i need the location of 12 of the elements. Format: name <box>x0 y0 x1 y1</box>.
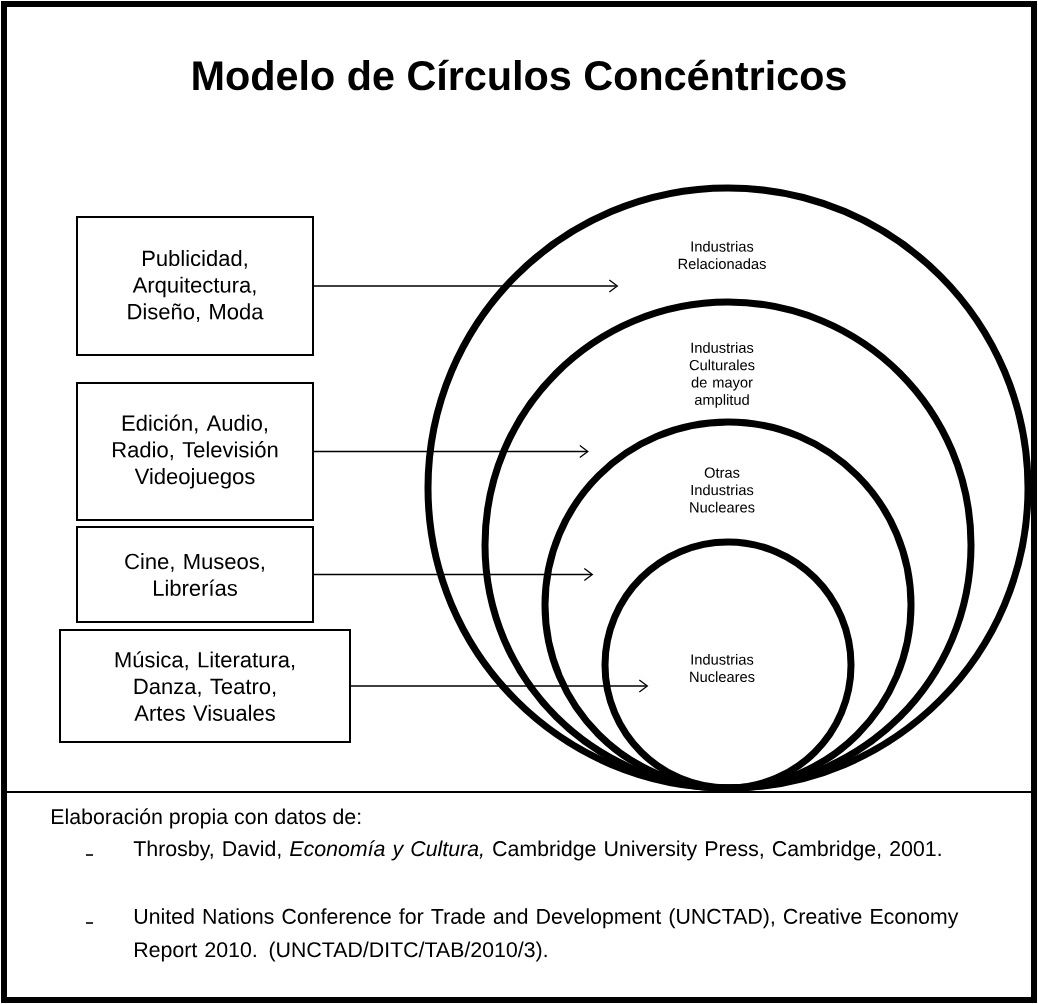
title: Modelo de Círculos Concéntricos <box>193 59 846 91</box>
reference-item: United Nations Conference for Trade and Development (UNCTAD), Creative Economy Report 2010. (UNCTAD/DITC/TAB/2010/3). <box>134 908 959 962</box>
arrow <box>313 444 589 459</box>
category-box: Cine, Museos, Librerías <box>76 526 314 623</box>
arrow <box>313 567 594 582</box>
arrow <box>350 679 649 693</box>
category-box: Edición, Audio, Radio, Televisión Videojuegos <box>76 382 314 521</box>
arrow <box>313 279 619 293</box>
category-box: Publicidad, Arquitectura, Diseño, Moda <box>76 216 314 356</box>
source-note: Elaboración propia con datos de: <box>52 808 361 829</box>
category-box: Música, Literatura, Danza, Teatro, Artes Visuales <box>59 629 351 743</box>
reference-item: Throsby, David, Economía y Cultura, Cambridge University Press, Cambridge, 2001. <box>133 840 941 861</box>
